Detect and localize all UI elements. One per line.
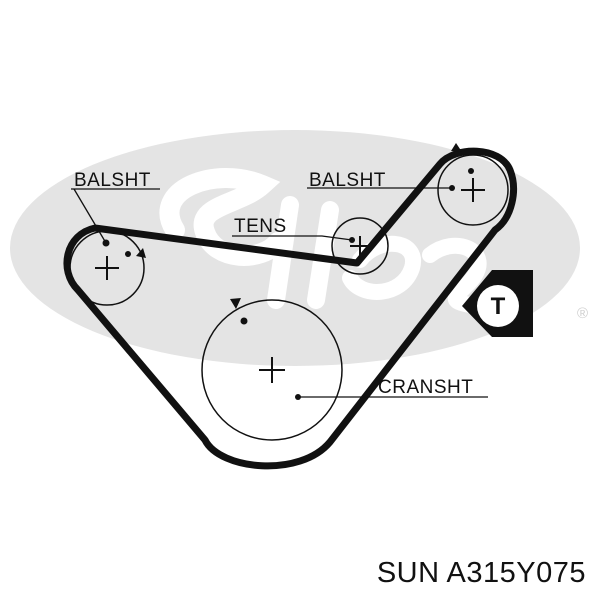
rotation-arrows bbox=[136, 143, 462, 309]
leader-lines bbox=[71, 187, 488, 398]
pulley-center-marks bbox=[95, 178, 485, 383]
label-tensioner: TENS bbox=[234, 216, 287, 237]
timing-belt-badge: T bbox=[462, 270, 533, 337]
badge-letter: T bbox=[491, 293, 506, 320]
label-balance-shaft-right: BALSHT bbox=[309, 170, 386, 191]
registered-mark-icon: ® bbox=[577, 305, 588, 322]
arrow-icon bbox=[230, 298, 241, 309]
part-number-caption: SUN A315Y075 bbox=[376, 557, 586, 589]
right-balance-shaft-pulley bbox=[437, 154, 509, 226]
label-crankshaft: CRANSHT bbox=[378, 377, 473, 398]
arrow-icon bbox=[451, 143, 462, 152]
tensioner-pulley bbox=[331, 217, 389, 275]
timing-belt bbox=[63, 147, 517, 470]
arrow-icon bbox=[136, 248, 146, 258]
label-balance-shaft-left: BALSHT bbox=[74, 170, 151, 191]
crankshaft-pulley bbox=[201, 299, 343, 441]
